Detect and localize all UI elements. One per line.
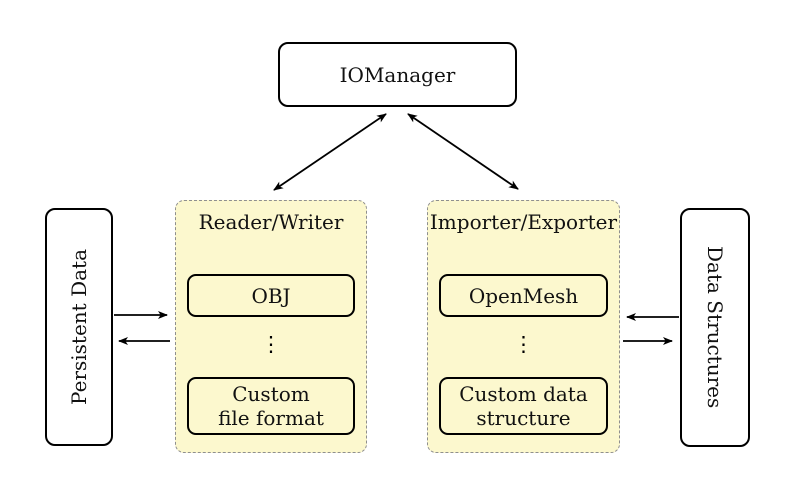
custom-file-format-line2: file format bbox=[218, 406, 324, 430]
vertical-ellipsis: ⋮ bbox=[513, 332, 534, 356]
obj-label: OBJ bbox=[251, 283, 291, 308]
reader-writer-title: Reader/Writer bbox=[198, 210, 344, 234]
data-structures-node: Data Structures bbox=[680, 208, 750, 447]
reader-writer-container: Reader/Writer OBJ ⋮ Custom file format bbox=[175, 200, 367, 453]
arrow-iomanager-importerexporter bbox=[407, 113, 519, 190]
persistent-data-label: Persistent Data bbox=[67, 249, 91, 405]
custom-data-structure-line2: structure bbox=[476, 406, 571, 430]
openmesh-node: OpenMesh bbox=[439, 274, 608, 317]
vertical-ellipsis: ⋮ bbox=[260, 332, 282, 356]
openmesh-label: OpenMesh bbox=[468, 283, 579, 308]
iomanager-node: IOManager bbox=[278, 42, 517, 107]
custom-file-format-line1: Custom bbox=[232, 382, 310, 406]
obj-node: OBJ bbox=[187, 274, 355, 317]
importer-exporter-title: Importer/Exporter bbox=[429, 210, 618, 234]
persistent-data-node: Persistent Data bbox=[45, 208, 113, 446]
data-structures-label: Data Structures bbox=[703, 246, 727, 409]
custom-file-format-node: Custom file format bbox=[187, 377, 355, 435]
arrow-iomanager-readerwriter bbox=[273, 113, 387, 191]
iomanager-label: IOManager bbox=[339, 62, 456, 87]
importer-exporter-container: Importer/Exporter OpenMesh ⋮ Custom data… bbox=[427, 200, 620, 453]
custom-data-structure-node: Custom data structure bbox=[439, 377, 608, 435]
custom-data-structure-line1: Custom data bbox=[459, 382, 588, 406]
